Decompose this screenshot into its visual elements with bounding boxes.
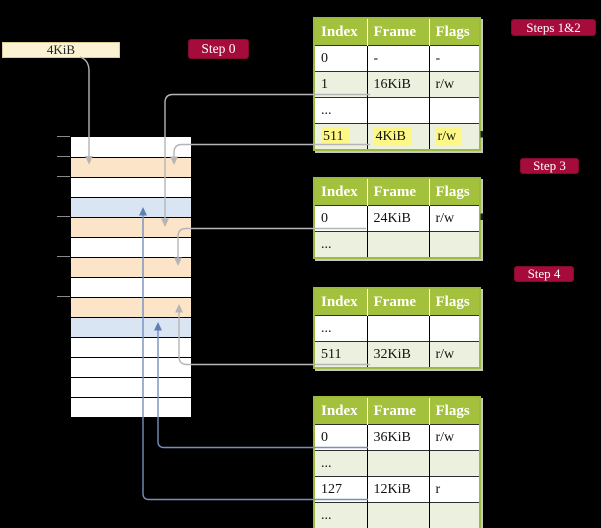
table-cell: 511 xyxy=(321,346,342,362)
column-header-frame: Frame xyxy=(366,19,429,46)
table-cell: 36KiB xyxy=(366,424,429,451)
table-cell: ... xyxy=(321,320,332,336)
memory-row-10-blue xyxy=(71,317,191,337)
memory-row-3-white xyxy=(71,177,191,197)
table-cell xyxy=(366,502,429,528)
table-cell: 127 xyxy=(321,481,342,497)
table-cell: r/w xyxy=(428,123,479,149)
table-cell: ... xyxy=(321,507,332,523)
table-cell: 0 xyxy=(321,50,328,66)
table-cell: r/w xyxy=(428,341,479,367)
address-tick xyxy=(57,256,70,257)
highlighted-value: 4KiB xyxy=(373,126,412,146)
highlighted-value: r/w xyxy=(435,126,463,146)
table-cell xyxy=(366,231,429,257)
memory-row-12-white xyxy=(71,357,191,377)
table-cell: 12KiB xyxy=(366,476,429,503)
address-tick xyxy=(57,176,70,177)
table-cell xyxy=(428,231,479,257)
memory-row-7-orange xyxy=(71,257,191,277)
column-header-frame: Frame xyxy=(366,289,429,316)
column-header-flags: Flags xyxy=(428,179,479,206)
table-cell: r/w xyxy=(428,424,479,451)
column-header-index: Index xyxy=(315,179,367,206)
table-cell: 4KiB xyxy=(366,123,429,149)
memory-column xyxy=(70,136,192,418)
column-header-frame: Frame xyxy=(366,179,429,206)
table-cell: ... xyxy=(321,455,332,471)
address-tick xyxy=(57,216,70,217)
memory-row-1-white xyxy=(71,137,191,157)
badge-steps-1-2: Steps 1&2 xyxy=(511,19,596,36)
table-cell: ... xyxy=(321,102,332,118)
memory-row-6-white xyxy=(71,237,191,257)
table-cell xyxy=(366,97,429,124)
table-row-511: 511 4KiB r/w xyxy=(315,123,479,150)
table-cell xyxy=(366,315,429,342)
highlighted-value: 511 xyxy=(321,126,350,146)
table-cell: ... xyxy=(321,236,332,252)
memory-row-4-blue xyxy=(71,197,191,217)
table-row-...: ... xyxy=(315,231,479,257)
memory-row-2-orange xyxy=(71,157,191,177)
table-row-...: ... xyxy=(315,450,479,477)
table-cell xyxy=(428,97,479,124)
address-tick xyxy=(57,296,70,297)
badge-step-4: Step 4 xyxy=(514,266,574,282)
table-cell: - xyxy=(366,45,429,72)
column-header-flags: Flags xyxy=(428,19,479,46)
column-header-index: Index xyxy=(315,398,367,425)
table-cell: 24KiB xyxy=(366,205,429,232)
memory-row-11-white xyxy=(71,337,191,357)
table-cell: - xyxy=(428,45,479,72)
badge-step-3: Step 3 xyxy=(520,158,579,174)
memory-row-8-white xyxy=(71,277,191,297)
table-cell: r xyxy=(428,476,479,503)
table-cell: 0 xyxy=(321,210,328,226)
table-cell: r/w xyxy=(428,71,479,98)
column-header-frame: Frame xyxy=(366,398,429,425)
table-cell xyxy=(428,502,479,528)
table-row-0: 0 -- xyxy=(315,45,479,72)
column-header-index: Index xyxy=(315,289,367,316)
page-size-label: 4KiB xyxy=(2,42,120,58)
table-cell: r/w xyxy=(428,205,479,232)
table-cell: 16KiB xyxy=(366,71,429,98)
table-cell: 1 xyxy=(321,76,328,92)
table-cell xyxy=(366,450,429,477)
table-row-...: ... xyxy=(315,97,479,124)
address-tick xyxy=(57,136,70,137)
table-cell: 511 xyxy=(315,124,367,150)
table-cell xyxy=(428,450,479,477)
table-cell: 32KiB xyxy=(366,341,429,367)
memory-row-14-white xyxy=(71,397,191,417)
address-tick xyxy=(57,156,70,157)
memory-row-13-white xyxy=(71,377,191,397)
column-header-index: Index xyxy=(315,19,367,46)
badge-step-0: Step 0 xyxy=(188,39,249,59)
memory-row-9-orange xyxy=(71,297,191,317)
table-cell xyxy=(428,315,479,342)
column-header-flags: Flags xyxy=(428,289,479,316)
table-row-...: ... xyxy=(315,502,479,528)
table-row-...: ... xyxy=(315,315,479,342)
column-header-flags: Flags xyxy=(428,398,479,425)
memory-row-5-orange xyxy=(71,217,191,237)
table-cell: 0 xyxy=(321,429,328,445)
